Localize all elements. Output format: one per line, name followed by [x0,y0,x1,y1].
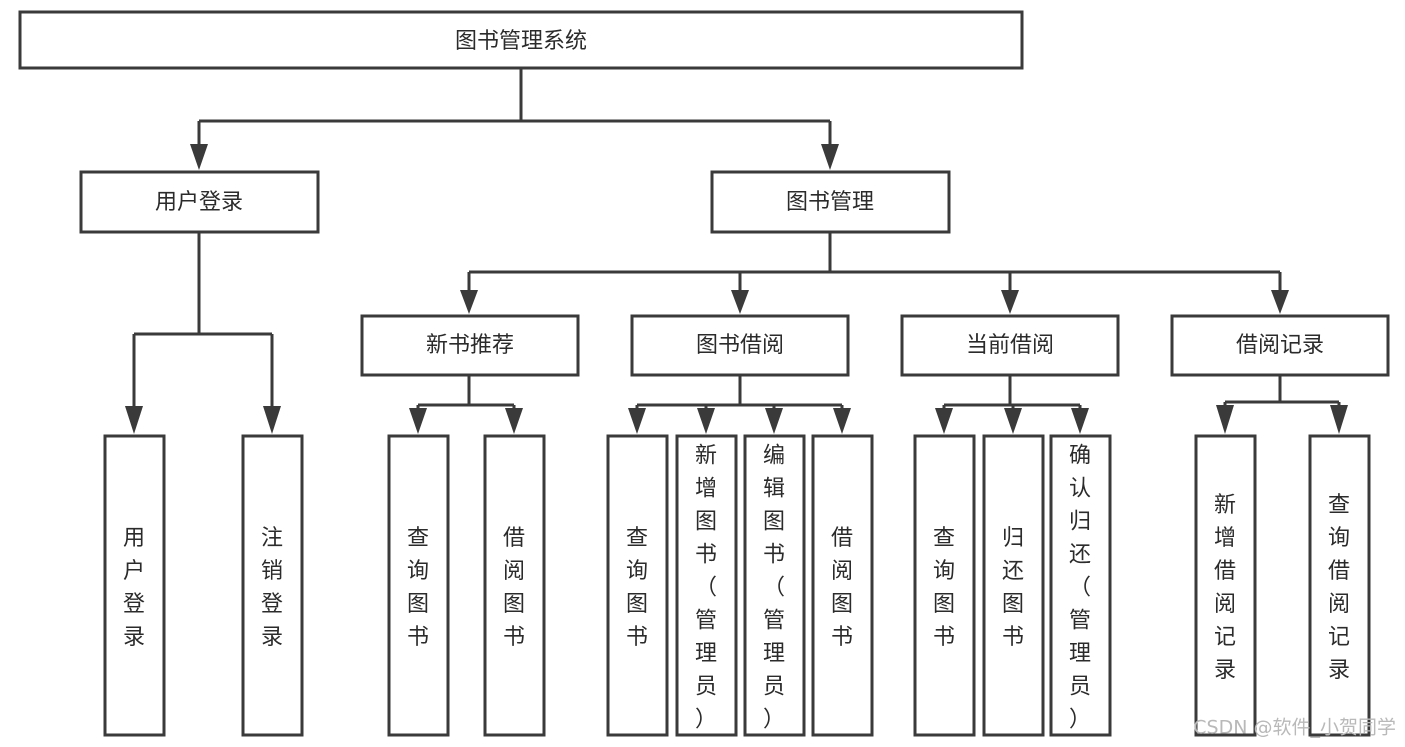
leaf-query-book-1-box[interactable] [387,434,450,737]
node-new-book-recommend[interactable]: 新书推荐 [360,314,580,377]
leaf-borrow-book-2[interactable]: 借阅图书 [811,434,874,737]
leaf-add-book-admin-label: 新增图书（管理员） [695,444,717,733]
node-current-borrow-label: 当前借阅 [966,333,1054,358]
node-borrow-record-label: 借阅记录 [1236,333,1324,358]
arrowhead-leaf-user-login [125,406,143,434]
leaf-borrow-book-1[interactable]: 借阅图书 [483,434,546,737]
arrowhead-leaf-user-logout [263,406,281,434]
node-root-box[interactable] [18,10,1024,70]
arrowhead-current-borrow [1001,290,1019,314]
leaf-confirm-return-admin-label: 确认归还（管理员） [1069,444,1091,733]
leaf-add-book-admin[interactable]: 新增图书（管理员） [675,434,738,737]
leaf-query-book-3-box[interactable] [913,434,976,737]
arrowhead-leaf-query-borrow-record [1330,405,1348,434]
leaf-user-login-box[interactable] [103,434,166,737]
arrowhead-leaf-query-book-2 [628,408,646,434]
leaf-query-book-3[interactable]: 查询图书 [913,434,976,737]
node-current-borrow-box[interactable] [900,314,1120,377]
leaf-user-logout-box[interactable] [241,434,304,737]
node-borrow-record-box[interactable] [1170,314,1390,377]
leaf-user-logout[interactable]: 注销登录 [241,434,304,737]
leaf-return-book-label: 归还图书 [1002,526,1024,650]
leaf-edit-book-admin[interactable]: 编辑图书（管理员） [743,434,806,737]
node-new-book-recommend-label: 新书推荐 [426,333,514,358]
node-book-borrow-label: 图书借阅 [696,333,784,358]
leaf-add-book-admin-box[interactable] [675,434,738,737]
leaf-query-book-3-label: 查询图书 [933,526,955,650]
arrowhead-leaf-borrow-book-1 [505,408,523,434]
leaf-user-logout-label: 注销登录 [261,526,283,650]
arrowhead-leaf-borrow-book-2 [833,408,851,434]
node-book-manage[interactable]: 图书管理 [710,170,951,234]
leaf-confirm-return-admin[interactable]: 确认归还（管理员） [1049,434,1112,737]
arrowhead-user-login [190,144,208,170]
leaf-query-borrow-record-label: 查询借阅记录 [1328,493,1350,683]
arrowhead-book-borrow [731,290,749,314]
node-book-manage-label: 图书管理 [786,190,874,215]
node-root-label: 图书管理系统 [455,29,587,54]
leaf-borrow-book-1-label: 借阅图书 [503,526,525,650]
leaf-add-borrow-record-box[interactable] [1194,434,1257,737]
node-book-borrow-box[interactable] [630,314,850,377]
leaf-query-book-2[interactable]: 查询图书 [606,434,669,737]
arrowhead-new-book-recommend [460,290,478,314]
leaf-add-borrow-record[interactable]: 新增借阅记录 [1194,434,1257,737]
leaf-borrow-book-2-box[interactable] [811,434,874,737]
node-root[interactable]: 图书管理系统 [18,10,1024,70]
arrowhead-leaf-query-book-3 [935,408,953,434]
arrowhead-leaf-return-book [1004,408,1022,434]
connector-layer [125,68,1348,434]
leaf-return-book-box[interactable] [982,434,1045,737]
leaf-edit-book-admin-box[interactable] [743,434,806,737]
leaf-query-book-1-label: 查询图书 [407,526,429,650]
arrowhead-leaf-query-book-1 [409,408,427,434]
leaf-edit-book-admin-label: 编辑图书（管理员） [763,444,785,733]
leaf-borrow-book-2-label: 借阅图书 [831,526,853,650]
node-new-book-recommend-box[interactable] [360,314,580,377]
leaf-confirm-return-admin-box[interactable] [1049,434,1112,737]
leaf-query-borrow-record-box[interactable] [1308,434,1371,737]
node-current-borrow[interactable]: 当前借阅 [900,314,1120,377]
node-book-borrow[interactable]: 图书借阅 [630,314,850,377]
arrowhead-leaf-add-borrow-record [1216,405,1234,434]
leaf-add-borrow-record-label: 新增借阅记录 [1214,493,1236,683]
node-book-manage-box[interactable] [710,170,951,234]
node-user-login-label: 用户登录 [155,190,243,215]
leaf-user-login[interactable]: 用户登录 [103,434,166,737]
arrowhead-leaf-confirm-return-admin [1071,408,1089,434]
node-borrow-record[interactable]: 借阅记录 [1170,314,1390,377]
arrowhead-leaf-add-book-admin [697,408,715,434]
leaf-return-book[interactable]: 归还图书 [982,434,1045,737]
leaf-query-book-2-box[interactable] [606,434,669,737]
node-user-login[interactable]: 用户登录 [79,170,320,234]
arrowhead-book-manage [821,144,839,170]
arrowhead-borrow-record [1271,290,1289,314]
leaf-user-login-label: 用户登录 [123,526,145,650]
leaf-query-book-2-label: 查询图书 [626,526,648,650]
leaf-query-borrow-record[interactable]: 查询借阅记录 [1308,434,1371,737]
leaf-borrow-book-1-box[interactable] [483,434,546,737]
csdn-watermark: CSDN @软件_小贺同学 [1193,717,1396,739]
arrowhead-leaf-edit-book-admin [765,408,783,434]
leaf-query-book-1[interactable]: 查询图书 [387,434,450,737]
node-user-login-box[interactable] [79,170,320,234]
